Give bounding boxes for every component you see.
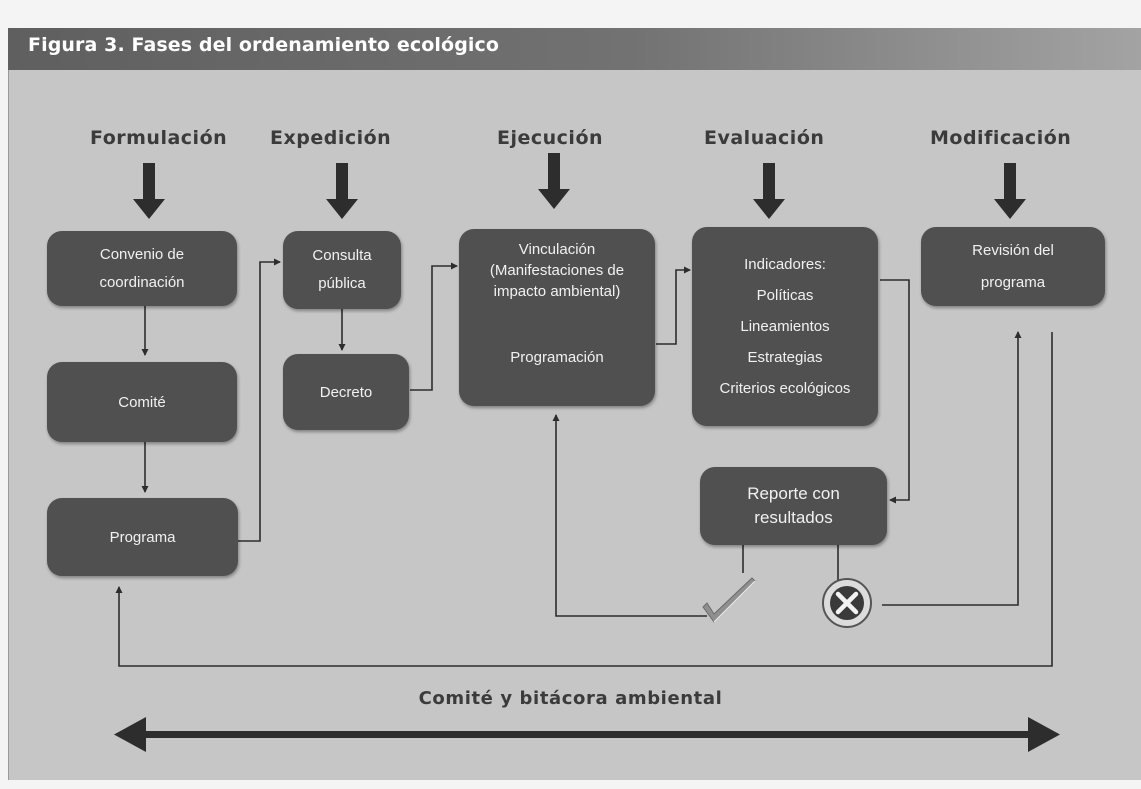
arrow-check-ejecucion <box>552 414 707 617</box>
box-vinculacion-line2: (Manifestaciones de <box>489 262 625 279</box>
phase-expedicion: Expedición <box>270 127 392 149</box>
box-reporte-line1: Reporte con <box>747 484 840 503</box>
arrow-loop-programa <box>115 332 1053 667</box>
flow-lines <box>115 258 1053 667</box>
box-indicadores: Indicadores: Políticas Lineamientos Estr… <box>692 227 878 426</box>
box-convenio-coordinacion: Convenio de coordinación <box>47 231 237 306</box>
box-reporte-line2: resultados <box>754 508 833 527</box>
phase-arrow-ejecucion <box>538 153 570 209</box>
phase-evaluacion: Evaluación <box>704 127 825 149</box>
box-revision-line2: programa <box>980 273 1046 291</box>
phase-arrow-evaluacion <box>753 163 785 219</box>
box-convenio-line2: coordinación <box>99 273 185 291</box>
box-comite-label: Comité <box>118 393 166 411</box>
box-revision-programa: Revisión del programa <box>921 227 1105 306</box>
arrow-decreto-vinculacion <box>410 262 458 391</box>
bottom-label: Comité y bitácora ambiental <box>418 688 723 709</box>
title-bar <box>8 28 1141 70</box>
box-reporte-resultados: Reporte con resultados <box>700 467 887 545</box>
arrow-ejecucion-evaluacion <box>656 266 691 345</box>
box-indicadores-line2: Políticas <box>756 287 814 304</box>
box-revision-line1: Revisión del <box>972 241 1054 259</box>
phase-arrow-modificacion <box>994 163 1026 219</box>
box-decreto-label: Decreto <box>319 383 373 401</box>
box-vinculacion: Vinculación (Manifestaciones de impacto … <box>459 229 655 406</box>
box-vinculacion-line1: Vinculación <box>518 241 596 258</box>
phase-arrow-expedicion <box>326 163 358 219</box>
box-consulta-line2: pública <box>318 275 366 292</box>
arrow-programa-consulta <box>238 258 281 542</box>
figure-title: Figura 3. Fases del ordenamiento ecológi… <box>28 34 500 56</box>
phase-formulacion: Formulación <box>90 127 228 149</box>
box-indicadores-line3: Lineamientos <box>740 318 830 335</box>
check-icon <box>702 577 756 623</box>
box-comite: Comité <box>47 362 237 442</box>
box-programa-label: Programa <box>109 528 176 546</box>
x-mark-icon <box>822 578 872 628</box>
double-arrow-icon <box>114 717 1060 752</box>
box-programa: Programa <box>47 498 238 576</box>
box-indicadores-line4: Estrategias <box>747 349 823 366</box>
box-programacion-label: Programación <box>510 349 604 366</box>
box-indicadores-line5: Criterios ecológicos <box>719 380 851 397</box>
box-convenio-line1: Convenio de <box>99 245 185 263</box>
arrow-indicadores-reporte <box>880 279 910 504</box>
box-vinculacion-line3: impacto ambiental) <box>493 283 621 300</box>
phase-arrow-formulacion <box>133 163 165 219</box>
arrow-x-revision <box>882 331 1022 606</box>
box-consulta-publica: Consulta pública <box>283 231 401 309</box>
box-decreto: Decreto <box>283 354 409 430</box>
phase-ejecucion: Ejecución <box>497 127 604 149</box>
phase-modificacion: Modificación <box>930 127 1072 149</box>
box-consulta-line1: Consulta <box>312 247 372 264</box>
box-indicadores-line1: Indicadores: <box>744 256 826 273</box>
phase-arrows <box>133 153 1026 219</box>
